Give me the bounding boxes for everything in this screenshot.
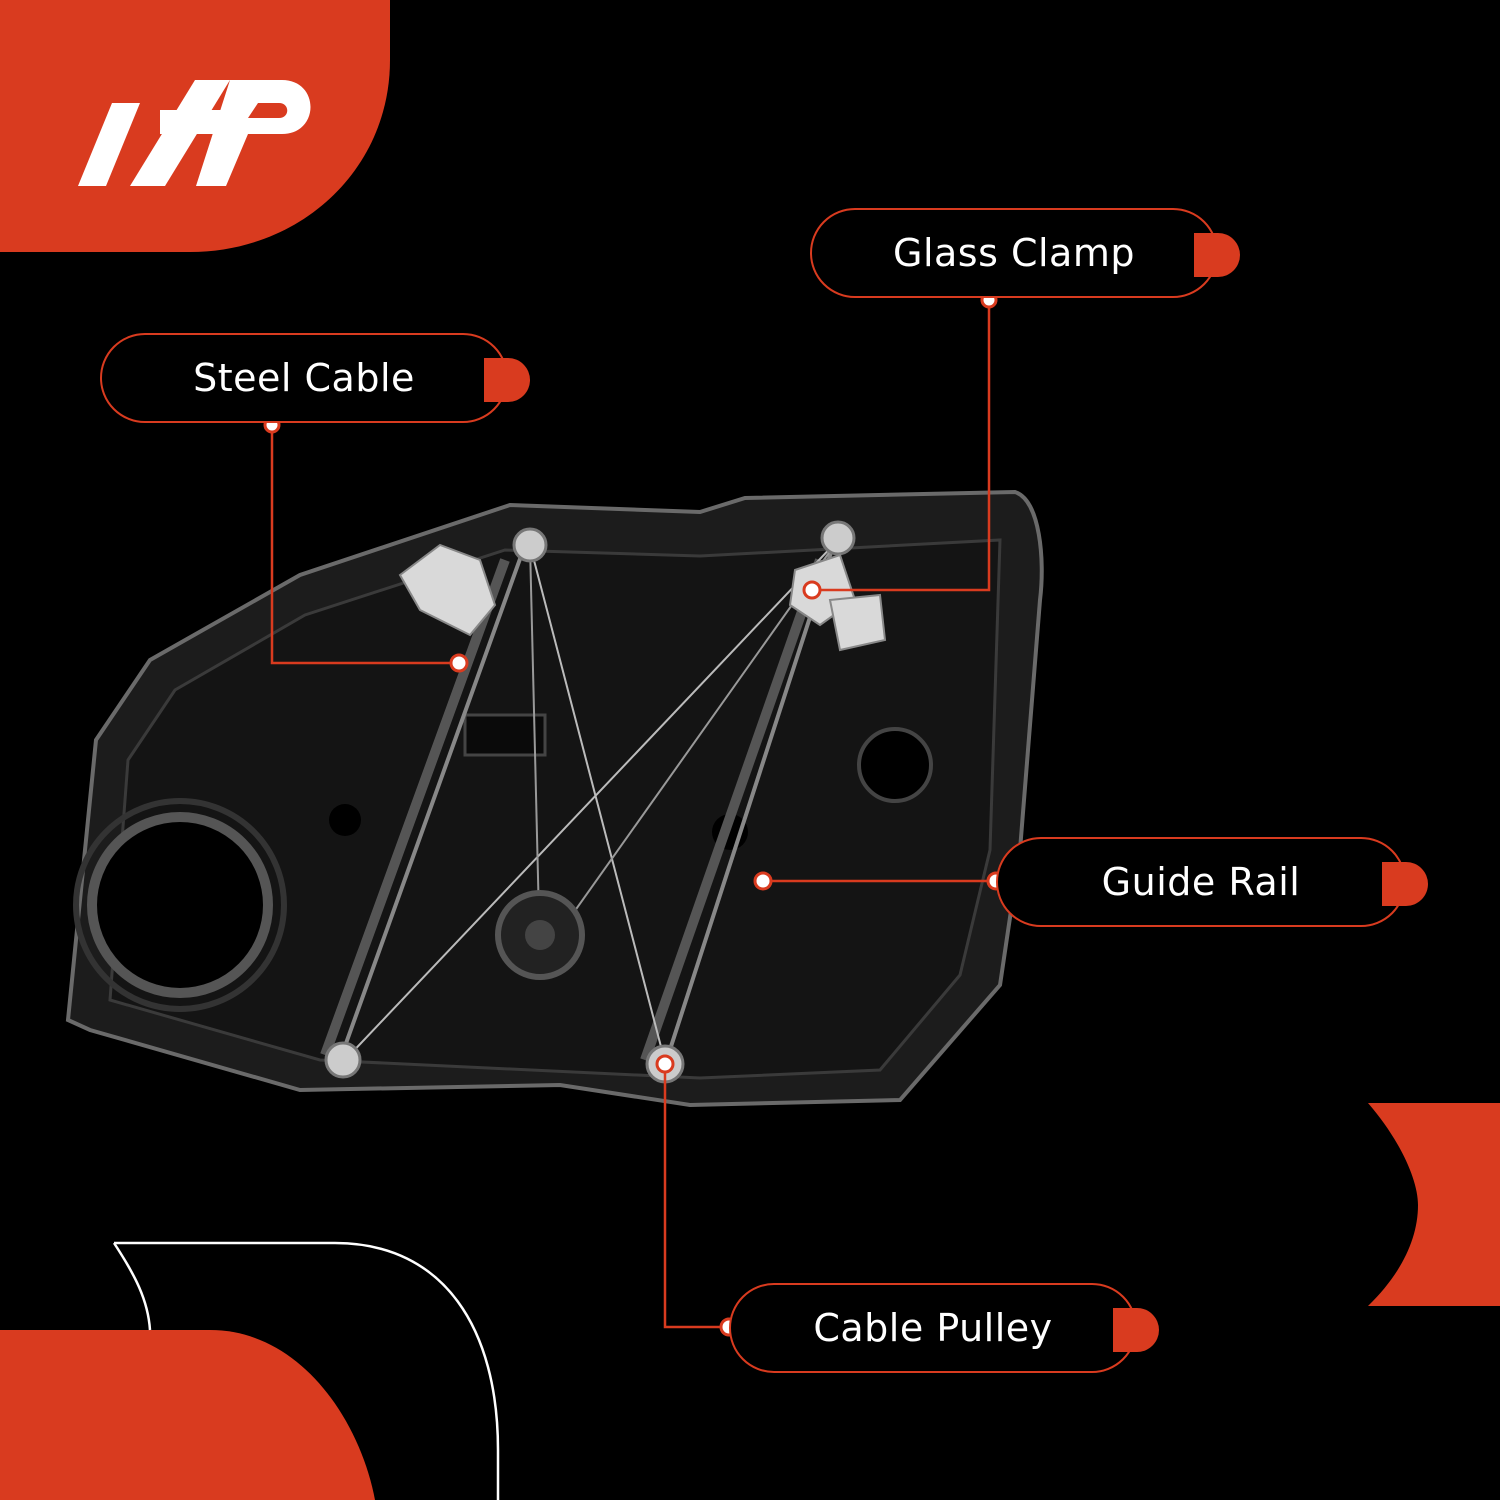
right-edge-shape: [1368, 1103, 1500, 1306]
callout-tab-icon: [484, 358, 530, 402]
guide-rail-callout: Guide Rail: [996, 837, 1428, 927]
callout-tab-icon: [1382, 862, 1428, 906]
cable-pulley-label: Cable Pulley: [813, 1306, 1053, 1350]
brand-logo-icon: [78, 80, 311, 186]
leader-lines: [270, 300, 996, 1329]
guide-rail-label: Guide Rail: [1101, 860, 1301, 904]
callout-tab-icon: [1113, 1308, 1159, 1352]
bottom-left-blob: [0, 1330, 375, 1500]
callout-tab-icon: [1194, 233, 1240, 277]
glass-clamp-target-dot: [802, 580, 822, 600]
glass-clamp-label: Glass Clamp: [893, 231, 1135, 275]
steel-cable-label: Steel Cable: [193, 356, 415, 400]
door-panel-illustration: [65, 489, 1044, 1108]
bottom-left-arc: [114, 1241, 500, 1500]
cable-pulley-target-dot: [655, 1054, 675, 1074]
cable-pulley-callout: Cable Pulley: [729, 1283, 1159, 1373]
guide-rail-target-dot: [753, 871, 773, 891]
steel-cable-callout: Steel Cable: [100, 333, 530, 423]
steel-cable-target-dot: [449, 653, 469, 673]
glass-clamp-callout: Glass Clamp: [810, 208, 1240, 298]
